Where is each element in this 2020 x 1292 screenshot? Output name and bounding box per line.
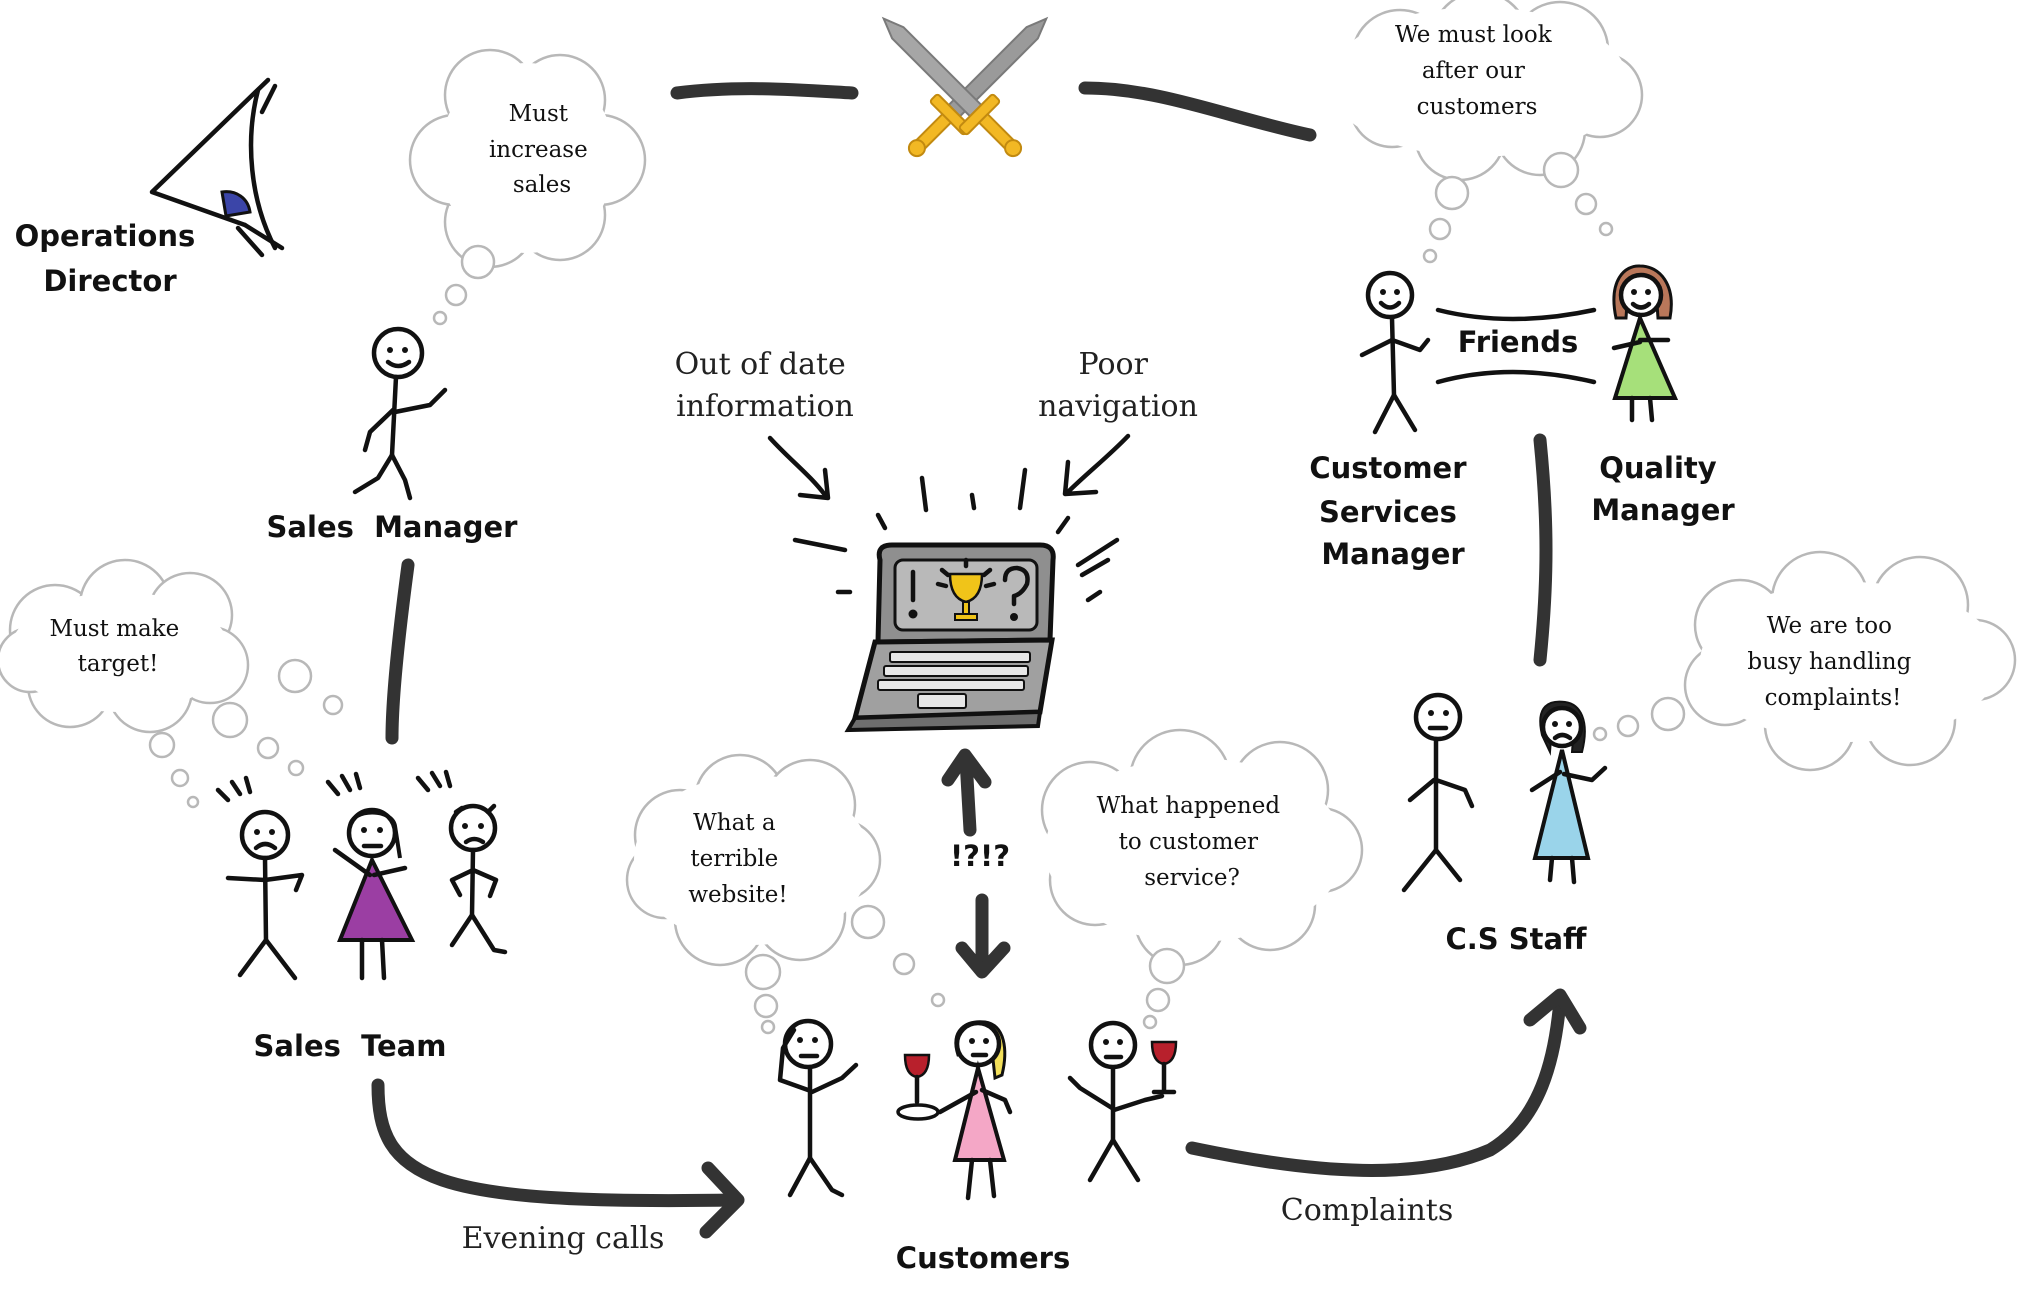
customers-label: Customers <box>896 1241 1070 1275</box>
complaints-arrowhead <box>1523 988 1587 1035</box>
confusion-label: !?!? <box>950 839 1010 873</box>
quality-manager-label-line-1: Quality <box>1599 451 1717 485</box>
friends-connector <box>1435 307 1597 385</box>
svg-text:What happened to custome: What happened to customer service? <box>1097 793 1288 891</box>
thought-bubble-customer-left: What a terrible website! <box>625 753 946 1035</box>
conflict-line-left <box>670 82 859 100</box>
cs-manager-thought-line-1: We must look <box>1395 22 1553 48</box>
sales-manager-label: Sales Manager <box>267 510 519 544</box>
evening-calls-arrowhead <box>699 1161 745 1239</box>
trophy-icon <box>935 557 997 621</box>
thought-bubble-sales-team: Must make target! <box>0 558 344 809</box>
sales-manager-thought-line-2: increase <box>489 137 588 163</box>
sales-team-label: Sales Team <box>254 1029 447 1063</box>
sales-team-figures <box>215 769 508 981</box>
sales-team-thought-line-1: Must make <box>49 616 179 642</box>
sales-manager-thought-line-3: sales <box>513 172 571 198</box>
poor-navigation-arrowhead <box>1062 459 1099 497</box>
svg-text:Out of date information: Out of date information <box>675 347 856 424</box>
poor-navigation-arrow <box>1065 433 1131 495</box>
cs-staff-thought-line-2: busy handling <box>1747 649 1911 675</box>
conflict-line-right <box>1078 81 1317 142</box>
customer-right-thought-line-1: What happened <box>1097 793 1281 819</box>
complaints-arrow <box>1185 993 1567 1177</box>
svg-text:Poor navigation: Poor navigation <box>1038 347 1198 424</box>
sales-team-thought-line-2: target! <box>78 651 159 677</box>
svg-text:We are too busy handling: We are too busy handling complaints! <box>1747 613 1918 711</box>
out-of-date-label-line-2: information <box>676 389 854 424</box>
customer-left-thought-line-2: terrible <box>690 846 778 872</box>
svg-text:What a terrible we: What a terrible website! <box>688 810 787 908</box>
thought-bubble-sales-manager: Must increase sales <box>408 48 647 326</box>
confusion-arrowhead-up <box>941 748 992 789</box>
evening-calls-label: Evening calls <box>462 1221 665 1256</box>
thought-bubble-customer-right: What happened to customer service? <box>1040 728 1364 1030</box>
operations-director-label-line-2: Director <box>43 264 177 298</box>
quality-manager-figure <box>1611 264 1679 423</box>
customer-left-thought-line-3: website! <box>688 882 787 908</box>
customer-right-thought-line-2: to customer <box>1119 829 1258 855</box>
svg-text:Operations Director: Operations Director <box>15 219 206 298</box>
cs-manager-figure <box>1359 270 1431 435</box>
wine-glass-icon-2 <box>1150 1040 1178 1095</box>
cs-manager-label-line-3: Manager <box>1321 537 1465 571</box>
sales-manager-figure <box>352 326 448 501</box>
customer-right-thought-line-3: service? <box>1144 865 1240 891</box>
cs-manager-label-line-2: Services <box>1319 495 1457 529</box>
crossed-swords-icon <box>881 16 1049 158</box>
out-of-date-label-line-1: Out of date <box>675 347 846 382</box>
cs-staff-figures <box>1401 692 1608 893</box>
svg-text:Must make target!: Must make target! <box>49 616 186 677</box>
svg-text:Quality Manager: Quality Manager <box>1591 451 1735 527</box>
out-of-date-arrow <box>767 435 828 498</box>
thought-bubble-cs-manager: We must look after our customers <box>1328 0 1644 264</box>
link-cs-manager-to-staff <box>1533 433 1553 667</box>
operations-director-label-line-1: Operations <box>15 219 196 253</box>
link-sales-manager-to-team <box>385 558 415 745</box>
customer-left-thought-line-1: What a <box>693 810 776 836</box>
svg-text:Customer Services Mana: Customer Services Manager <box>1309 451 1476 571</box>
svg-text:We must look after our: We must look after our customers <box>1395 22 1559 120</box>
laptop-icon <box>792 467 1120 733</box>
sales-manager-thought-line-1: Must <box>509 101 569 127</box>
evening-calls-arrow <box>371 1078 742 1208</box>
cs-manager-label-line-1: Customer <box>1309 451 1467 485</box>
confusion-arrow-up <box>959 753 977 837</box>
thought-bubble-cs-staff: We are too busy handling complaints! <box>1592 550 2017 772</box>
svg-text:Must increase sale: Must increase sales <box>489 101 595 198</box>
poor-navigation-label-line-2: navigation <box>1038 389 1198 424</box>
confusion-arrowhead-down <box>955 941 1011 979</box>
wine-glass-icon <box>896 1053 940 1121</box>
cs-staff-thought-line-3: complaints! <box>1765 685 1902 711</box>
cs-manager-thought-line-2: after our <box>1422 58 1525 84</box>
friends-label: Friends <box>1458 325 1579 359</box>
cs-staff-label: C.S Staff <box>1445 922 1587 956</box>
cs-manager-thought-line-3: customers <box>1417 94 1538 120</box>
out-of-date-arrowhead <box>797 467 831 501</box>
poor-navigation-label-line-1: Poor <box>1079 347 1149 382</box>
eye-icon <box>149 77 285 258</box>
customers-figures <box>777 1018 1165 1201</box>
quality-manager-label-line-2: Manager <box>1591 493 1735 527</box>
complaints-label: Complaints <box>1281 1193 1454 1228</box>
cs-staff-thought-line-1: We are too <box>1767 613 1892 639</box>
